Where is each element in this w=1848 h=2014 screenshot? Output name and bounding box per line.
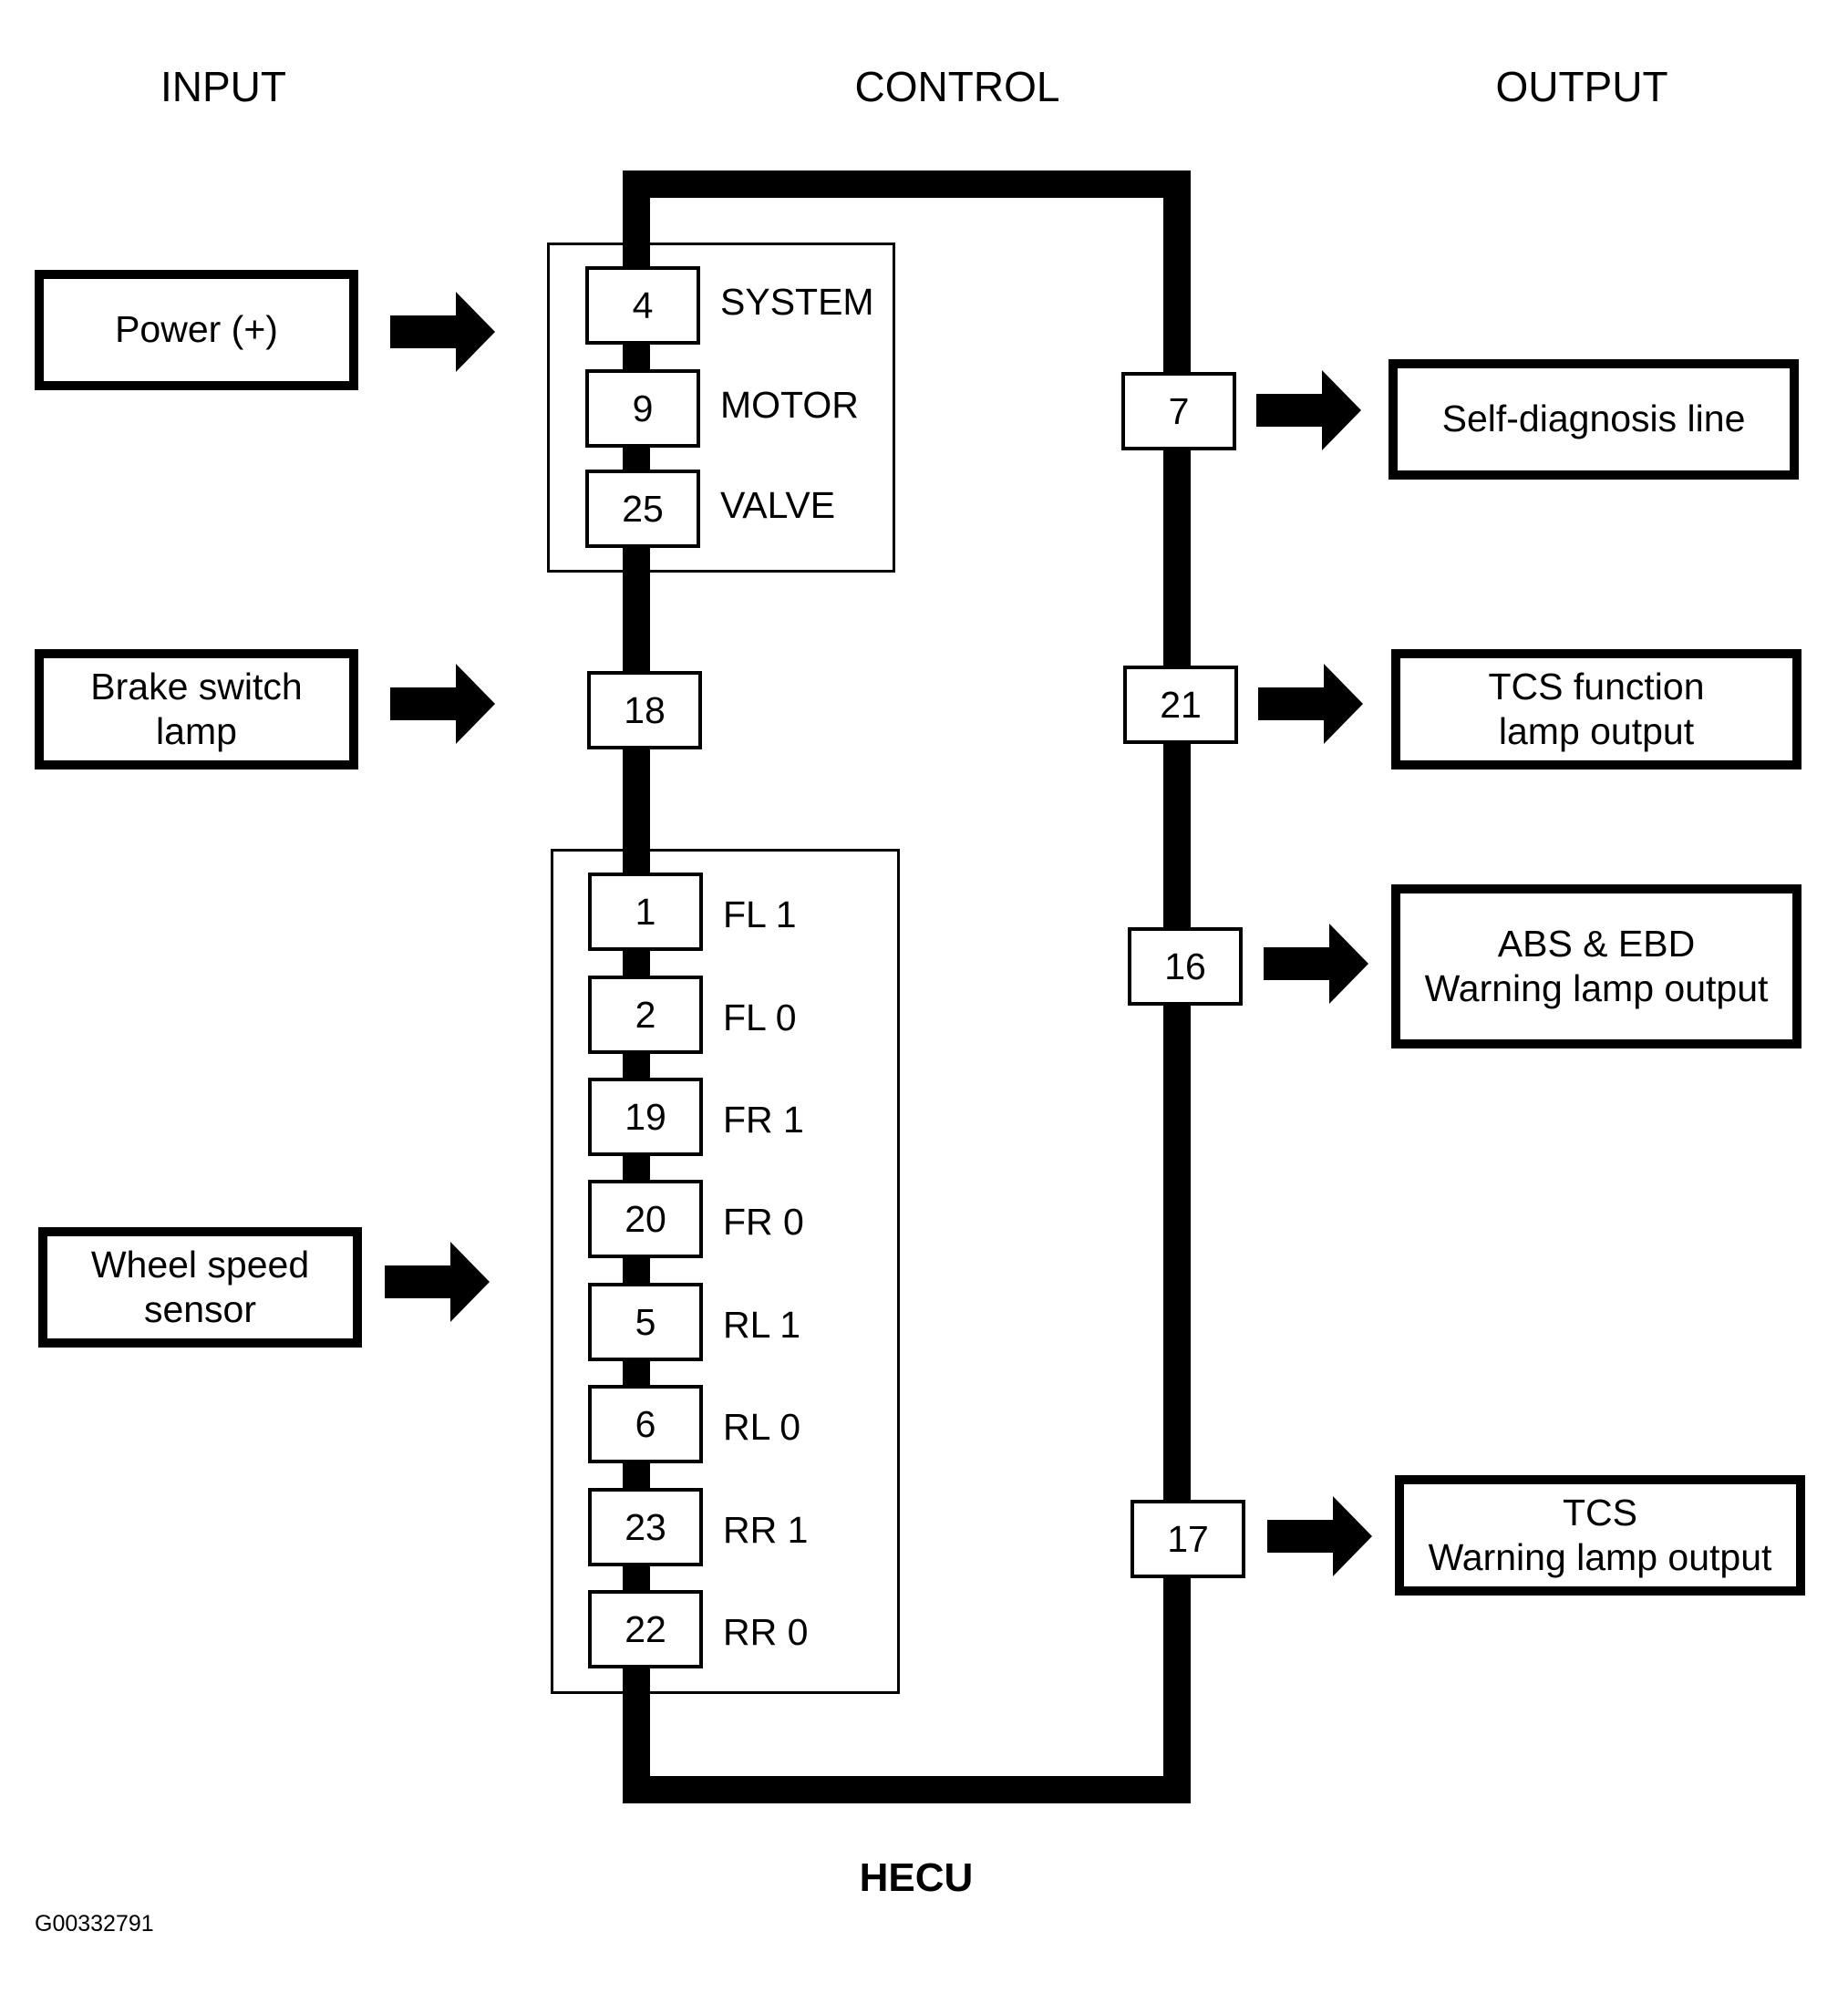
- pin-fr0-label: FR 0: [723, 1201, 804, 1243]
- input-power-label: Power (+): [115, 308, 278, 351]
- pin-fl0-label: FL 0: [723, 997, 797, 1038]
- pin-system: 4: [585, 266, 700, 345]
- pin-fr0: 20: [588, 1180, 703, 1258]
- pin-rl0-label: RL 0: [723, 1406, 801, 1448]
- input-brake-switch-label: Brake switch lamp: [90, 665, 303, 752]
- output-tcs-function: TCS function lamp output: [1391, 649, 1802, 769]
- pin-rr0: 22: [588, 1590, 703, 1668]
- pin-fr1-label: FR 1: [723, 1099, 804, 1141]
- output-tcs-warning-label: TCS Warning lamp output: [1428, 1491, 1772, 1578]
- pin-tcs-function: 21: [1123, 666, 1238, 744]
- pin-self-diagnosis: 7: [1121, 372, 1236, 450]
- output-tcs-function-label: TCS function lamp output: [1488, 665, 1705, 752]
- output-abs-ebd-warning-label: ABS & EBD Warning lamp output: [1424, 922, 1769, 1009]
- arrow-abs-ebd-icon: [1264, 924, 1368, 1004]
- input-wheel-speed-sensor: Wheel speed sensor: [38, 1227, 362, 1348]
- figure-id: G00332791: [35, 1911, 154, 1937]
- input-brake-switch: Brake switch lamp: [35, 649, 358, 769]
- input-header: INPUT: [160, 63, 286, 110]
- pin-brake-switch: 18: [587, 671, 702, 749]
- control-header: CONTROL: [854, 63, 1060, 110]
- pin-tcs-warning: 17: [1130, 1500, 1245, 1578]
- output-header: OUTPUT: [1495, 63, 1668, 110]
- pin-valve-label: VALVE: [720, 484, 836, 526]
- pin-rl1: 5: [588, 1283, 703, 1361]
- arrow-power-icon: [390, 292, 495, 372]
- pin-fl1-label: FL 1: [723, 893, 797, 935]
- output-self-diagnosis: Self-diagnosis line: [1389, 359, 1799, 480]
- arrow-self-diagnosis-icon: [1256, 370, 1361, 450]
- arrow-tcs-function-icon: [1258, 664, 1363, 744]
- pin-valve: 25: [585, 470, 700, 548]
- pin-fr1: 19: [588, 1078, 703, 1156]
- arrow-tcs-warning-icon: [1267, 1496, 1372, 1576]
- pin-rr1-label: RR 1: [723, 1509, 809, 1551]
- input-power: Power (+): [35, 270, 358, 390]
- pin-system-label: SYSTEM: [720, 281, 874, 323]
- pin-rr0-label: RR 0: [723, 1611, 809, 1653]
- unit-title: HECU: [859, 1855, 974, 1900]
- pin-rl0: 6: [588, 1385, 703, 1463]
- arrow-brake-icon: [390, 664, 495, 744]
- pin-fl1: 1: [588, 873, 703, 951]
- arrow-wheel-sensor-icon: [385, 1242, 490, 1322]
- output-abs-ebd-warning: ABS & EBD Warning lamp output: [1391, 884, 1802, 1048]
- pin-abs-ebd-warning: 16: [1128, 927, 1243, 1006]
- pin-motor-label: MOTOR: [720, 384, 859, 426]
- output-self-diagnosis-label: Self-diagnosis line: [1441, 398, 1746, 440]
- pin-fl0: 2: [588, 976, 703, 1054]
- pin-rr1: 23: [588, 1488, 703, 1566]
- output-tcs-warning: TCS Warning lamp output: [1395, 1475, 1805, 1596]
- pin-rl1-label: RL 1: [723, 1304, 801, 1346]
- pin-motor: 9: [585, 369, 700, 448]
- input-wheel-speed-sensor-label: Wheel speed sensor: [90, 1243, 310, 1330]
